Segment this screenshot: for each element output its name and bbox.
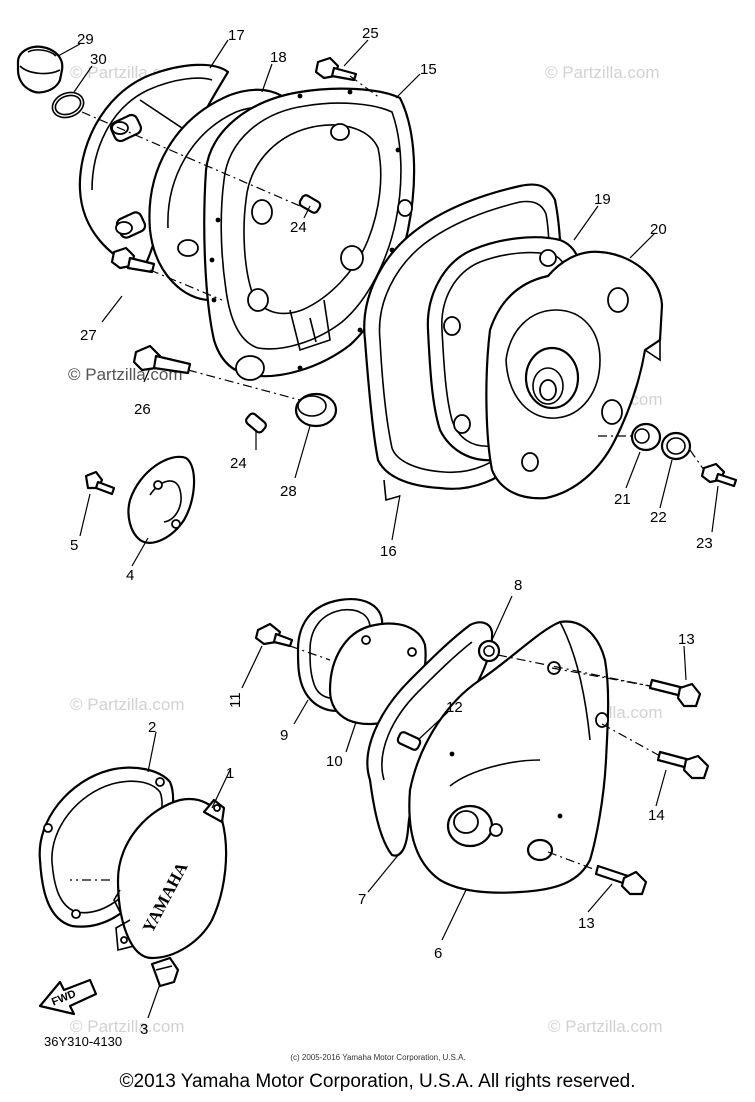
part-29-oil-filler-cap — [16, 45, 64, 94]
watermark: © Partzilla.com — [545, 63, 660, 82]
callout-7: 7 — [358, 891, 366, 908]
part-30-o-ring-inner — [54, 94, 82, 116]
callout-25: 25 — [362, 25, 379, 42]
small-copyright: (c) 2005-2016 Yamaha Motor Corporation, … — [290, 1053, 465, 1062]
part-25-bolt — [314, 56, 358, 82]
part-22-cap — [660, 431, 692, 461]
part-5-screw — [84, 470, 116, 496]
callout-29: 29 — [77, 31, 94, 48]
callout-24: 24 — [290, 219, 307, 236]
callout-19: 19 — [594, 191, 611, 208]
fwd-arrow: FWD — [38, 978, 98, 1016]
part-4-plate — [127, 455, 196, 544]
callout-4: 4 — [126, 567, 134, 584]
callout-13: 13 — [678, 631, 695, 648]
part-28-cap — [294, 392, 338, 428]
callout-18: 18 — [270, 49, 287, 66]
callout-22: 22 — [650, 509, 667, 526]
callout-5: 5 — [70, 537, 78, 554]
part-17-crankcase-cover — [78, 63, 230, 270]
callout-13b: 13 — [578, 915, 595, 932]
callout-6: 6 — [434, 945, 442, 962]
callout-9: 9 — [280, 727, 288, 744]
callout-23: 23 — [696, 535, 713, 552]
part-23-bolt — [700, 462, 738, 488]
part-1-yamaha-cover: YAMAHA — [113, 797, 228, 960]
callout-numbers: 29 30 17 18 25 15 24 19 20 27 26 24 28 5… — [70, 25, 713, 1038]
callout-8: 8 — [514, 577, 522, 594]
callout-21: 21 — [614, 491, 631, 508]
part-3-sensor — [150, 956, 180, 988]
watermark: © Partzilla.com — [70, 695, 185, 714]
part-13-bolt — [594, 864, 648, 896]
callout-30: 30 — [90, 51, 107, 68]
callout-14: 14 — [648, 807, 665, 824]
watermark: © Partzilla.com — [548, 1017, 663, 1036]
part-21-seal — [630, 422, 662, 452]
part-11-bolt — [254, 622, 294, 648]
footer-copyright: ©2013 Yamaha Motor Corporation, U.S.A. A… — [119, 1071, 636, 1092]
part-12-dowel-pin — [396, 731, 422, 751]
callout-17: 17 — [228, 27, 245, 44]
watermark: © Partzilla.com — [68, 365, 183, 384]
part-27-bolt — [110, 246, 156, 274]
callout-1: 1 — [226, 765, 234, 782]
part-20-cover — [485, 250, 664, 500]
part-24-dowel-pin — [298, 194, 322, 214]
callout-20: 20 — [650, 221, 667, 238]
part-26-bolt — [132, 344, 192, 375]
part-30-o-ring — [51, 91, 85, 119]
part-15-crankcase-cover — [203, 87, 416, 381]
callout-15: 15 — [420, 61, 437, 78]
part-14-bolt — [656, 750, 710, 780]
callout-28: 28 — [280, 483, 297, 500]
callout-16: 16 — [380, 543, 397, 560]
callout-27: 27 — [80, 327, 97, 344]
callout-11: 11 — [227, 692, 244, 708]
watermark: © Partzilla.com — [70, 1017, 185, 1036]
diagram-code: 36Y310-4130 — [44, 1034, 122, 1049]
callout-2: 2 — [148, 719, 156, 736]
part-13-bolt — [648, 678, 702, 708]
part-8-gasket-ring — [477, 639, 501, 663]
callout-12: 12 — [446, 699, 463, 716]
callout-3: 3 — [140, 1021, 148, 1038]
callout-10: 10 — [326, 753, 343, 770]
leader-lines — [57, 39, 719, 1019]
part-24-dowel-pin — [245, 412, 267, 434]
callout-26: 26 — [134, 401, 151, 418]
callout-24b: 24 — [230, 455, 247, 472]
part-6-crankcase-cover — [408, 620, 610, 894]
